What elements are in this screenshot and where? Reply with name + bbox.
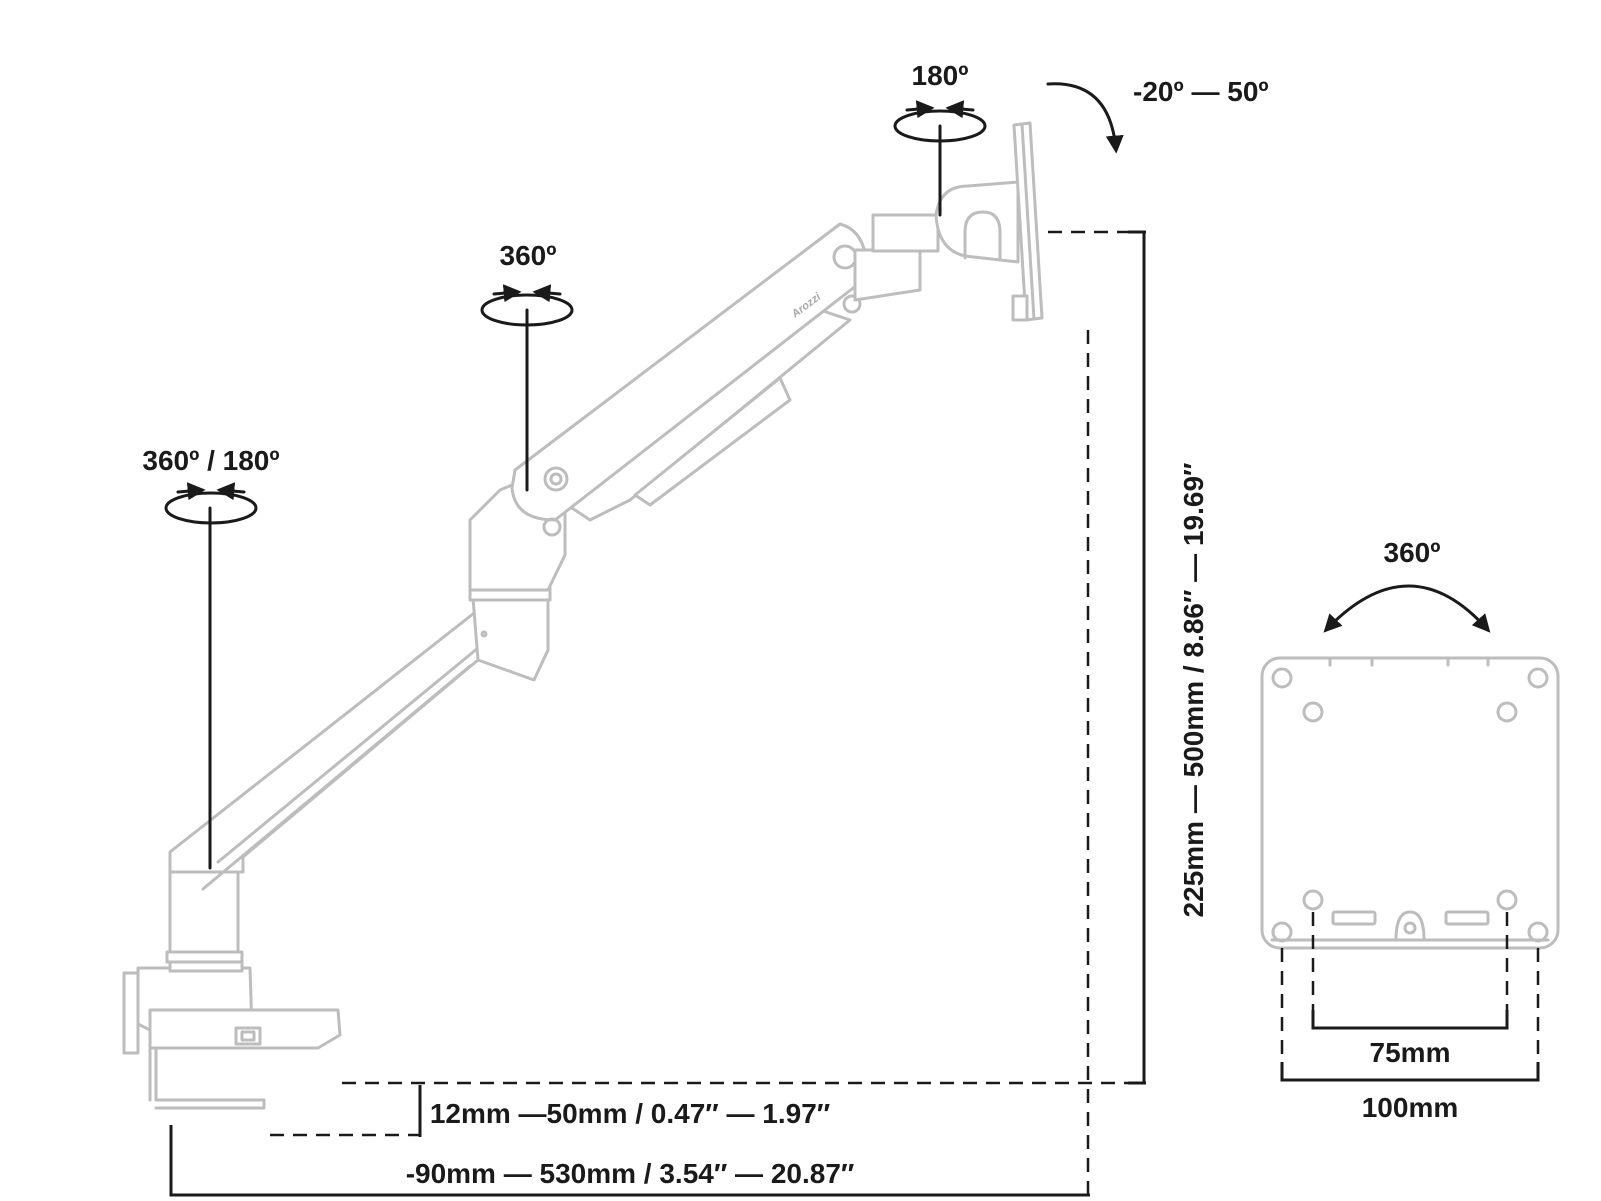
head-joint (853, 180, 1020, 302)
base-rotation-label: 360º / 180º (142, 445, 279, 476)
elbow-rotation-label: 360º (500, 240, 557, 271)
head-rotation-label: 180º (912, 60, 969, 91)
vesa-100-label: 100mm (1362, 1092, 1459, 1123)
tilt-label: -20º — 50º (1133, 76, 1269, 107)
height-range-label: 225mm — 500mm / 8.86″ — 19.69″ (1178, 463, 1209, 918)
height-dimension: 225mm — 500mm / 8.86″ — 19.69″ (342, 230, 1209, 1085)
elbow-rotation: 360º (480, 240, 574, 492)
lower-arm (168, 608, 480, 891)
rotate-arc-icon (1323, 584, 1491, 633)
reach-range-label: -90mm — 530mm / 3.54″ — 20.87″ (406, 1158, 855, 1189)
vesa-plate-side (1011, 121, 1044, 322)
vesa-plate-front (1260, 656, 1560, 950)
monitor-arm-illustration: Arozzi (122, 121, 1044, 1110)
desk-clamp (122, 955, 342, 1110)
tilt-indicator: -20º — 50º (1046, 76, 1269, 154)
upper-arm: Arozzi (510, 222, 868, 537)
vesa-rotation-label: 360º (1384, 537, 1441, 568)
vesa-dimensions: 75mm 100mm (1280, 912, 1540, 1123)
clamp-dimension: 12mm —50mm / 0.47″ — 1.97″ (270, 1085, 830, 1137)
head-rotation: 180º (893, 60, 987, 217)
vesa-rotation: 360º (1323, 537, 1491, 633)
vesa-75-label: 75mm (1370, 1037, 1451, 1068)
reach-dimension: -90mm — 530mm / 3.54″ — 20.87″ (169, 330, 1090, 1197)
tilt-arrow-icon (1046, 82, 1124, 154)
lower-post (165, 870, 244, 964)
base-rotation: 360º / 180º (142, 445, 280, 870)
clamp-range-label: 12mm —50mm / 0.47″ — 1.97″ (430, 1098, 830, 1129)
